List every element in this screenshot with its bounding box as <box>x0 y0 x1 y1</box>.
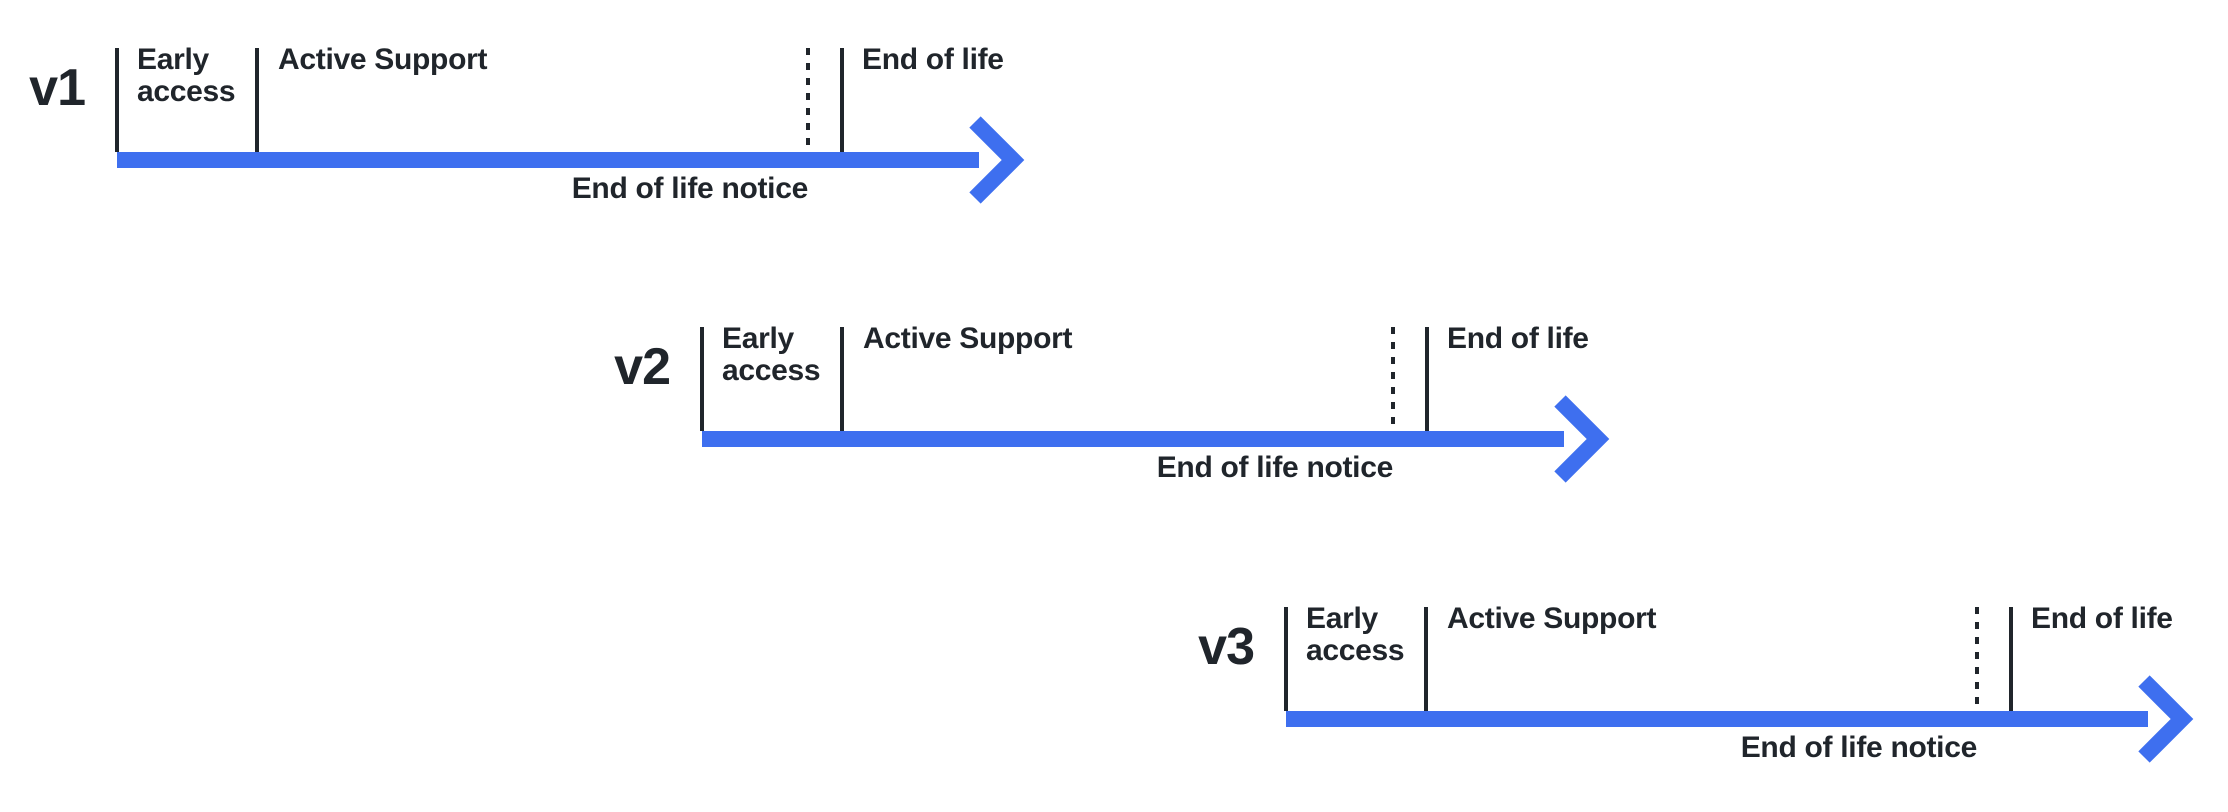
timeline-v3: v3 Early access Active Support End of li… <box>1196 603 2206 785</box>
end-of-life-tick <box>2009 607 2013 711</box>
end-of-life-label: End of life <box>1447 322 1589 355</box>
early-access-label: Early access <box>722 322 821 387</box>
eol-notice-dashed-line <box>1975 607 1979 711</box>
end-of-life-label: End of life <box>862 43 1004 76</box>
early-access-start-tick <box>115 48 119 152</box>
timeline-arrow-bar <box>1286 711 2148 727</box>
eol-notice-label: End of life notice <box>571 172 809 205</box>
early-access-start-tick <box>1284 607 1288 711</box>
early-access-start-tick <box>700 327 704 431</box>
early-access-label: Early access <box>137 43 236 108</box>
active-support-label: Active Support <box>1447 602 1657 635</box>
eol-notice-label: End of life notice <box>1156 451 1394 484</box>
active-support-start-tick <box>1424 607 1428 711</box>
active-support-label: Active Support <box>278 43 488 76</box>
active-support-start-tick <box>255 48 259 152</box>
end-of-life-tick <box>840 48 844 152</box>
active-support-label: Active Support <box>863 322 1073 355</box>
eol-notice-dashed-line <box>806 48 810 152</box>
timeline-v2: v2 Early access Active Support End of li… <box>612 323 1622 505</box>
active-support-start-tick <box>840 327 844 431</box>
end-of-life-label: End of life <box>2031 602 2173 635</box>
version-label: v2 <box>614 338 671 396</box>
eol-notice-dashed-line <box>1391 327 1395 431</box>
early-access-label: Early access <box>1306 602 1405 667</box>
arrow-head-icon <box>1554 395 1610 483</box>
timeline-arrow-bar <box>117 152 979 168</box>
end-of-life-tick <box>1425 327 1429 431</box>
timeline-arrow-bar <box>702 431 1564 447</box>
eol-notice-label: End of life notice <box>1740 731 1978 764</box>
timeline-v1: v1 Early access Active Support End of li… <box>27 44 1037 226</box>
version-label: v1 <box>29 59 86 117</box>
arrow-head-icon <box>969 116 1025 204</box>
arrow-head-icon <box>2138 675 2194 763</box>
version-label: v3 <box>1198 618 1255 676</box>
